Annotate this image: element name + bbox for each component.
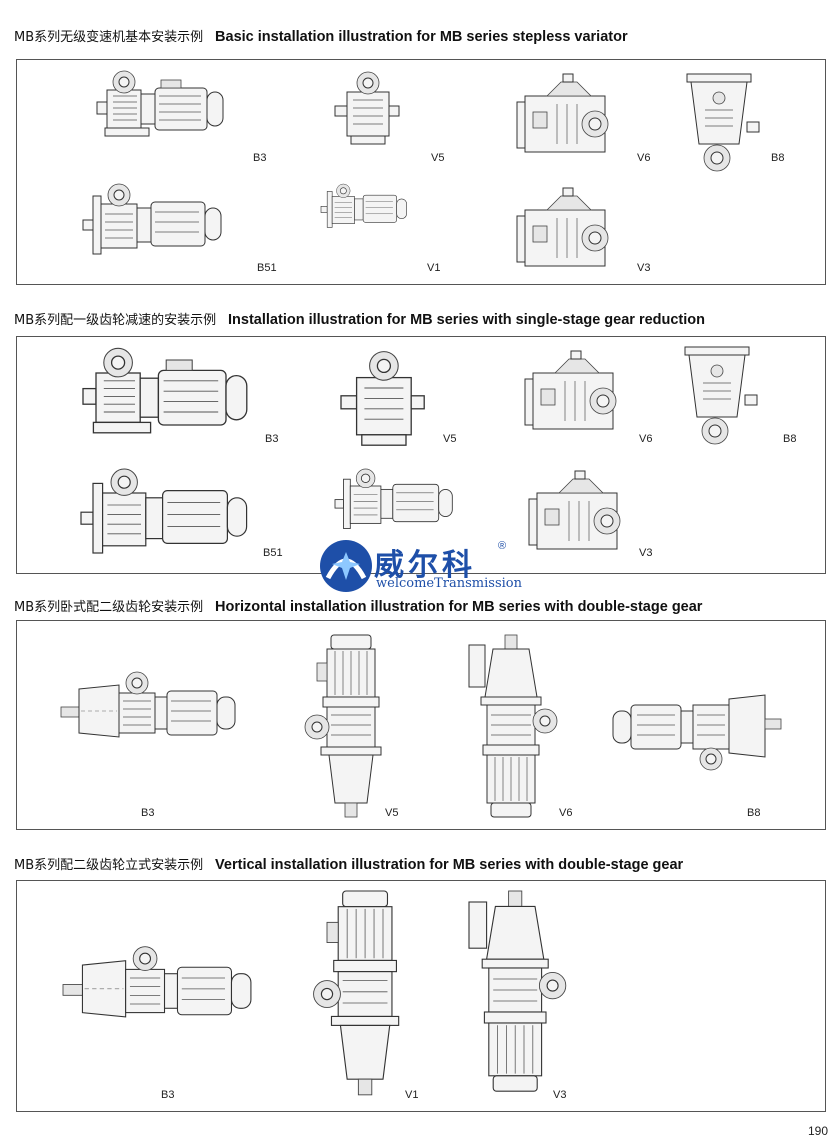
section-2-panel: B3 V5 V6 B8 B51 V3: [16, 336, 826, 574]
section-1-panel: B3 V5 V6 B8 B51 V1 V3: [16, 59, 826, 285]
label-v3: V3: [637, 262, 651, 274]
page-number: 190: [807, 1124, 828, 1138]
drawing-b3-icon: [96, 70, 224, 137]
label-b8: B8: [771, 152, 785, 164]
label-v5: V5: [431, 152, 445, 164]
drawing-b8-horizontal-icon: [612, 694, 782, 771]
label-v1: V1: [427, 262, 441, 274]
drawing-v5-horizontal-icon: [304, 634, 382, 818]
brand-name-en: welcomeTransmission: [376, 576, 522, 591]
drawing-v3-vertical-icon: [468, 890, 567, 1092]
drawing-v6-single-icon: [524, 350, 617, 430]
section-4-heading: MB系列配二级齿轮立式安装示例 Vertical installation il…: [14, 854, 683, 873]
section-4-title-en: Vertical installation illustration for M…: [215, 857, 684, 873]
label-b8-single: B8: [783, 433, 797, 445]
label-b8-horizontal: B8: [747, 807, 761, 819]
label-v6-horizontal: V6: [559, 807, 573, 819]
section-1-title-en: Basic installation illustration for MB s…: [215, 29, 628, 45]
section-3-heading: MB系列卧式配二级齿轮安装示例 Horizontal installation …: [14, 596, 702, 615]
section-3-panel: B3 V5 V6 B8: [16, 620, 826, 830]
section-1-heading: MB系列无级变速机基本安装示例 Basic installation illus…: [14, 26, 628, 45]
drawing-v1-vertical-icon: [312, 890, 400, 1096]
watermark-logo: 威尔科 ® welcomeTransmission: [318, 538, 522, 594]
drawing-v6-icon: [516, 73, 609, 153]
section-4-panel: B3 V1 V3: [16, 880, 826, 1112]
drawing-v5-icon: [334, 71, 400, 145]
label-b3-horizontal: B3: [141, 807, 155, 819]
label-b3-vertical: B3: [161, 1089, 175, 1101]
drawing-b51-single-icon: [80, 468, 248, 554]
drawing-v1-icon: [320, 183, 407, 228]
section-3-title-en: Horizontal installation illustration for…: [215, 599, 703, 615]
label-v3-single: V3: [639, 547, 653, 559]
label-b3: B3: [253, 152, 267, 164]
registered-mark: ®: [498, 540, 507, 552]
drawing-b8-single-icon: [684, 346, 758, 445]
label-v1-vertical: V1: [405, 1089, 419, 1101]
section-2-heading: MB系列配一级齿轮减速的安装示例 Installation illustrati…: [14, 309, 705, 328]
label-b51-single: B51: [263, 547, 283, 559]
drawing-b3-single-icon: [82, 347, 248, 434]
section-3-title-cn: MB系列卧式配二级齿轮安装示例: [14, 600, 204, 615]
drawing-v5-single-icon: [340, 350, 425, 446]
brand-name-cn: 威尔科: [374, 548, 476, 583]
label-v6: V6: [637, 152, 651, 164]
label-b51: B51: [257, 262, 277, 274]
brand-logo-icon: [320, 540, 372, 592]
label-v3-vertical: V3: [553, 1089, 567, 1101]
drawing-b51-icon: [82, 183, 222, 255]
drawing-b3-vertical-icon: [62, 946, 252, 1018]
section-4-title-cn: MB系列配二级齿轮立式安装示例: [14, 858, 204, 873]
section-2-title-en: Installation illustration for MB series …: [228, 312, 706, 328]
section-1-title-cn: MB系列无级变速机基本安装示例: [14, 30, 204, 45]
section-2-title-cn: MB系列配一级齿轮减速的安装示例: [14, 313, 217, 328]
drawing-v3-single-icon: [528, 470, 621, 550]
label-v6-single: V6: [639, 433, 653, 445]
drawing-v3-icon: [516, 187, 609, 267]
drawing-b3-horizontal-icon: [60, 671, 236, 738]
label-b3-single: B3: [265, 433, 279, 445]
drawing-v6-horizontal-icon: [468, 634, 558, 818]
drawing-b8-icon: [686, 73, 760, 172]
label-v5-horizontal: V5: [385, 807, 399, 819]
label-v5-single: V5: [443, 433, 457, 445]
